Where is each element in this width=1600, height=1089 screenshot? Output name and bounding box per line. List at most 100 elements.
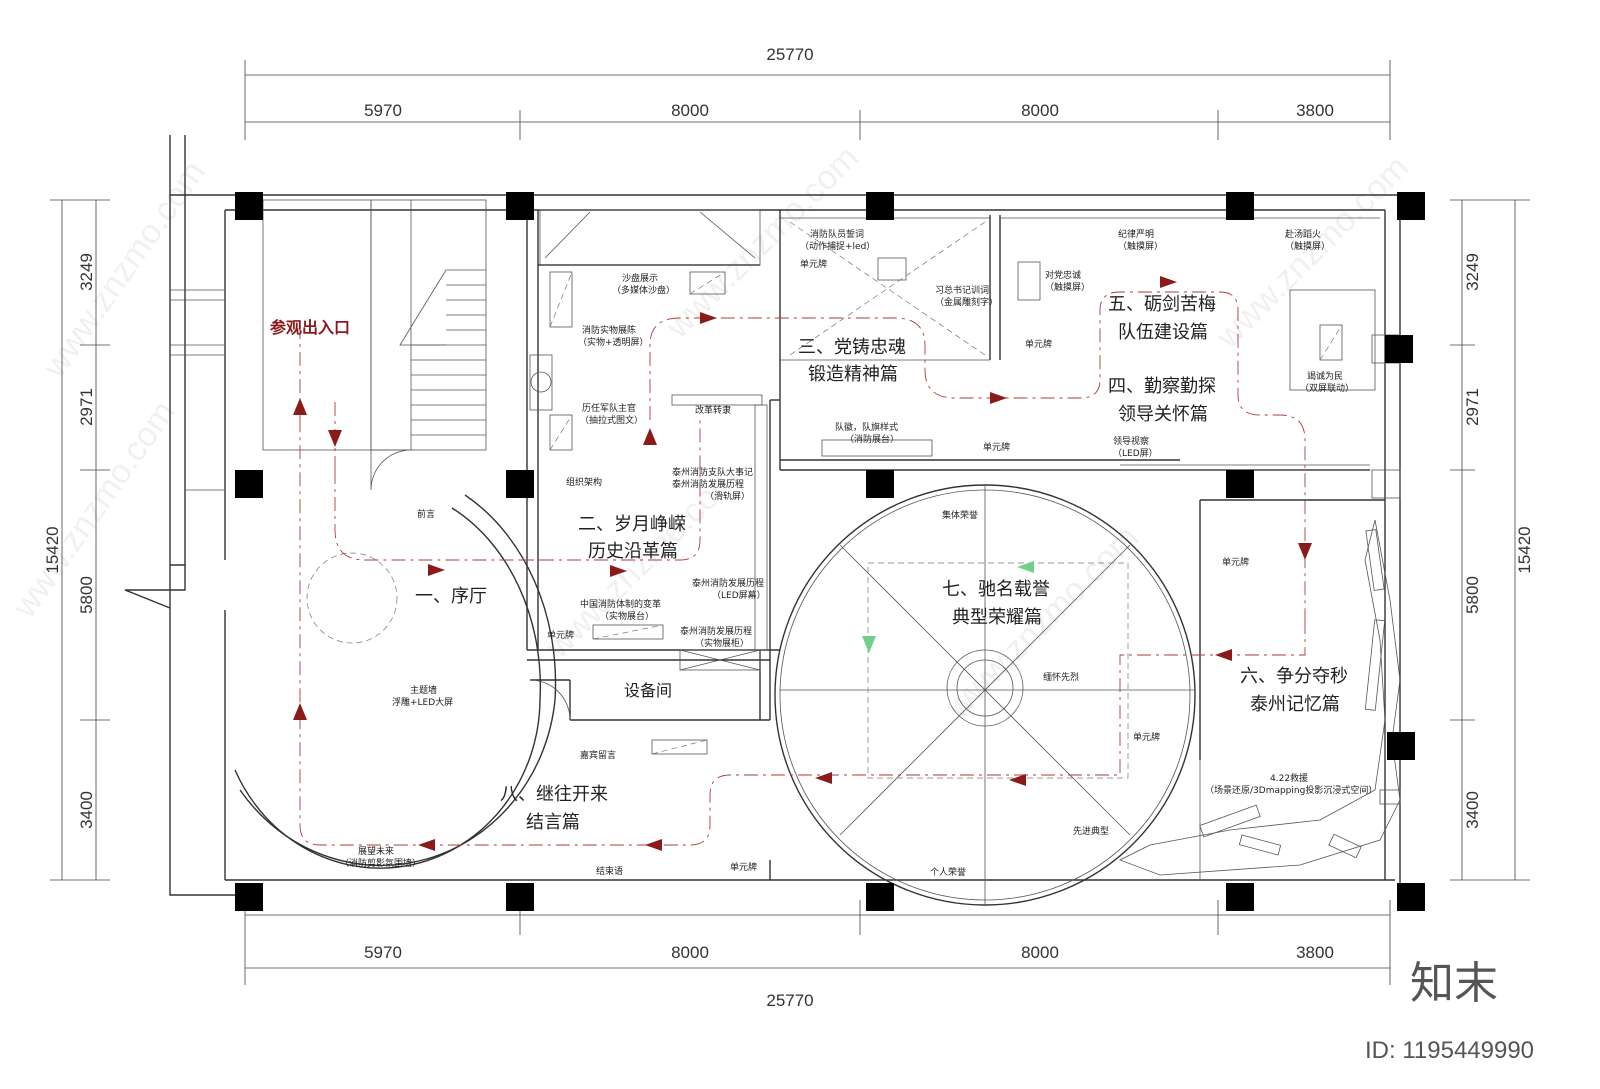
unit-sign-label: 单元牌	[730, 861, 757, 873]
dim-right-seg: 3400	[1463, 791, 1482, 829]
column	[506, 470, 534, 498]
unit-sign-label: 单元牌	[1222, 556, 1249, 568]
dim-top-seg: 8000	[671, 101, 709, 120]
unit-sign-label: 单元牌	[1133, 731, 1160, 743]
exhibit-label: 赴汤蹈火	[1285, 228, 1321, 240]
exhibit-label: 消防队员誓词	[810, 228, 864, 240]
exhibit-label: （多媒体沙盘）	[612, 284, 675, 296]
zone-title: 队伍建设篇	[1118, 322, 1208, 343]
route-arrow	[610, 565, 627, 577]
dim-top-total: 25770	[766, 45, 813, 64]
exhibit-label: 竭诚为民	[1307, 370, 1343, 382]
dim-right-seg: 3249	[1463, 253, 1482, 291]
dim-top-seg: 8000	[1021, 101, 1059, 120]
exhibit-label: 中国消防体制的变革	[580, 598, 661, 610]
exhibit-label: （消防剪影氛围墙）	[340, 857, 421, 869]
zone-title: 锻造精神篇	[808, 364, 898, 385]
column	[1397, 192, 1425, 220]
exhibit-label: 队徽，队旗样式	[835, 421, 898, 433]
exhibit-label: 4.22救援	[1270, 772, 1308, 784]
exhibit-label: （实物展柜）	[695, 637, 749, 649]
exhibit-label: 领导视察	[1113, 435, 1149, 447]
exhibit-label: 组织架构	[566, 476, 602, 488]
unit-sign-label: 单元牌	[547, 629, 574, 641]
exhibit-label: 结束语	[596, 865, 623, 877]
exhibit-label: 泰州消防支队大事记	[672, 466, 753, 478]
exhibit-label: 习总书记训词	[935, 284, 989, 296]
column	[1226, 883, 1254, 911]
dim-right-seg: 5800	[1463, 576, 1482, 614]
column	[1385, 335, 1413, 363]
route-arrow	[1298, 543, 1312, 560]
dim-top-seg: 5970	[364, 101, 402, 120]
column	[1226, 470, 1254, 498]
zone-title: 二、岁月峥嵘	[578, 514, 686, 535]
dim-bottom-total: 25770	[766, 991, 813, 1010]
column	[866, 192, 894, 220]
exhibit-label: 嘉宾留言	[580, 749, 616, 761]
dim-right-total: 15420	[1515, 526, 1534, 573]
column	[866, 883, 894, 911]
exhibit-label: 改革转隶	[695, 404, 731, 416]
exhibit-label: 泰州消防发展历程	[692, 577, 764, 589]
dim-left-seg: 5800	[77, 576, 96, 614]
zone-title: 六、争分夺秒	[1240, 666, 1348, 687]
route-arrow	[428, 564, 445, 576]
dim-right-seg: 2971	[1463, 388, 1482, 426]
exhibit-label: （实物展台）	[600, 610, 654, 622]
exhibit-label: （触摸屏）	[1118, 240, 1163, 252]
exhibit-label: 集体荣誉	[942, 509, 978, 521]
column	[506, 192, 534, 220]
dim-top-seg: 3800	[1296, 101, 1334, 120]
zone-title: 典型荣耀篇	[952, 607, 1042, 628]
route-arrow	[815, 772, 832, 784]
exhibit-label: （金属雕刻字）	[935, 296, 998, 308]
zone-title: 泰州记忆篇	[1250, 694, 1340, 715]
exhibit-label: （场景还原/3Dmapping投影沉浸式空间）	[1205, 784, 1377, 796]
room-label-equipment: 设备间	[624, 681, 672, 700]
exhibit-label: 纪律严明	[1118, 228, 1154, 240]
unit-sign-label: 单元牌	[800, 258, 827, 270]
curved-partition	[234, 494, 557, 869]
route-arrow	[645, 839, 662, 851]
route-arrow	[1009, 774, 1026, 786]
zone-title: 结言篇	[526, 812, 580, 833]
route-arrow	[418, 839, 435, 851]
exhibit-label: 主题墙	[410, 684, 437, 696]
dimension-lines	[50, 60, 1530, 985]
exhibit-label: （LED屏幕）	[712, 589, 766, 601]
column	[235, 192, 263, 220]
dim-bottom-seg: 5970	[364, 943, 402, 962]
dim-left-seg: 3400	[77, 791, 96, 829]
column	[235, 883, 263, 911]
dim-left-seg: 3249	[77, 253, 96, 291]
exhibit-label: 历任军队主官	[582, 402, 636, 414]
zone-labels: 参观出入口 一、序厅 二、岁月峥嵘 历史沿革篇 三、党铸忠魂 锻造精神篇 四、勤…	[270, 294, 1348, 833]
column	[1387, 732, 1415, 760]
route-arrow	[293, 398, 307, 415]
exhibit-label: 消防实物展陈	[582, 324, 636, 336]
zone-title: 三、党铸忠魂	[798, 337, 906, 358]
column	[1226, 192, 1254, 220]
brand-watermark: 知末 ID: 1195449990	[1365, 958, 1534, 1064]
route-arrow	[700, 312, 717, 324]
column	[866, 470, 894, 498]
exhibit-label: 先进典型	[1073, 825, 1109, 837]
route-arrow	[293, 703, 307, 720]
exhibit-label: （滑轨屏）	[705, 490, 750, 502]
dim-left-seg: 2971	[77, 388, 96, 426]
outer-walls	[124, 135, 1401, 896]
staircase	[262, 199, 487, 491]
route-arrow	[1017, 561, 1034, 573]
column	[1397, 883, 1425, 911]
zone-title: 一、序厅	[415, 586, 487, 607]
scenic-wall	[1119, 519, 1401, 876]
exhibit-label: 展望未来	[358, 845, 394, 857]
zone-title: 八、继往开来	[500, 784, 608, 805]
dim-bottom-seg: 8000	[1021, 943, 1059, 962]
route-arrow	[1160, 276, 1177, 288]
column	[235, 470, 263, 498]
exhibit-label: （LED屏）	[1113, 448, 1158, 459]
column	[506, 883, 534, 911]
route-arrow	[990, 392, 1007, 404]
